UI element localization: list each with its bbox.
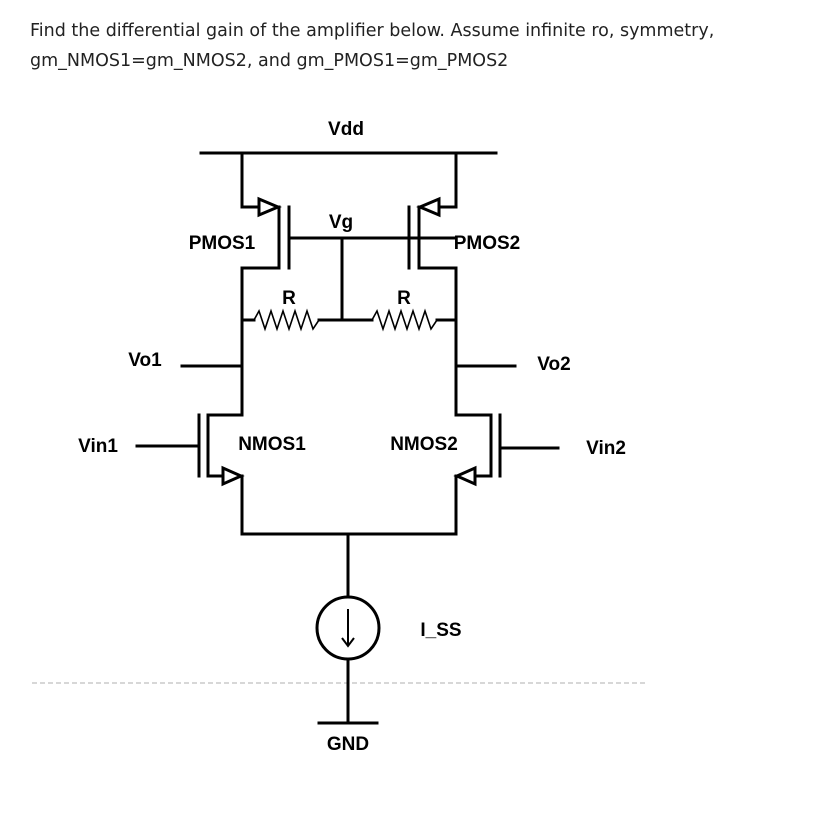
- nmos2-source-arrow: [453, 465, 477, 487]
- current-arrow-head: [341, 637, 355, 648]
- nmos2-transistor: [453, 413, 502, 536]
- pmos1-label: PMOS1: [189, 233, 256, 254]
- nmos2-label: NMOS2: [390, 434, 458, 455]
- iss-label: I_SS: [420, 620, 461, 641]
- pmos2-source-arrow: [416, 196, 441, 218]
- question-text: Find the differential gain of the amplif…: [30, 16, 810, 76]
- nmos1-transistor: [197, 413, 245, 536]
- pmos2-label: PMOS2: [454, 233, 521, 254]
- resistor-r2: [371, 308, 438, 332]
- question-line-2: gm_NMOS1=gm_NMOS2, and gm_PMOS1=gm_PMOS2: [30, 51, 509, 71]
- vin1-label: Vin1: [78, 436, 118, 457]
- gnd-label: GND: [327, 734, 369, 755]
- question-line-1: Find the differential gain of the amplif…: [30, 21, 715, 41]
- pmos1-source-arrow: [257, 196, 282, 218]
- pmos1-transistor: [240, 151, 458, 322]
- vin2-label: Vin2: [586, 438, 626, 459]
- r1-label: R: [282, 288, 296, 309]
- vo1-label: Vo1: [128, 350, 162, 371]
- vdd-label: Vdd: [328, 119, 364, 140]
- resistor-r1: [253, 308, 320, 332]
- pmos2-transistor: [407, 151, 458, 322]
- nmos1-label: NMOS1: [238, 434, 306, 455]
- vo2-label: Vo2: [537, 354, 570, 375]
- current-source-iss: [315, 595, 381, 661]
- r2-label: R: [397, 288, 411, 309]
- vg-label: Vg: [329, 212, 353, 233]
- nmos1-source-arrow: [221, 465, 245, 487]
